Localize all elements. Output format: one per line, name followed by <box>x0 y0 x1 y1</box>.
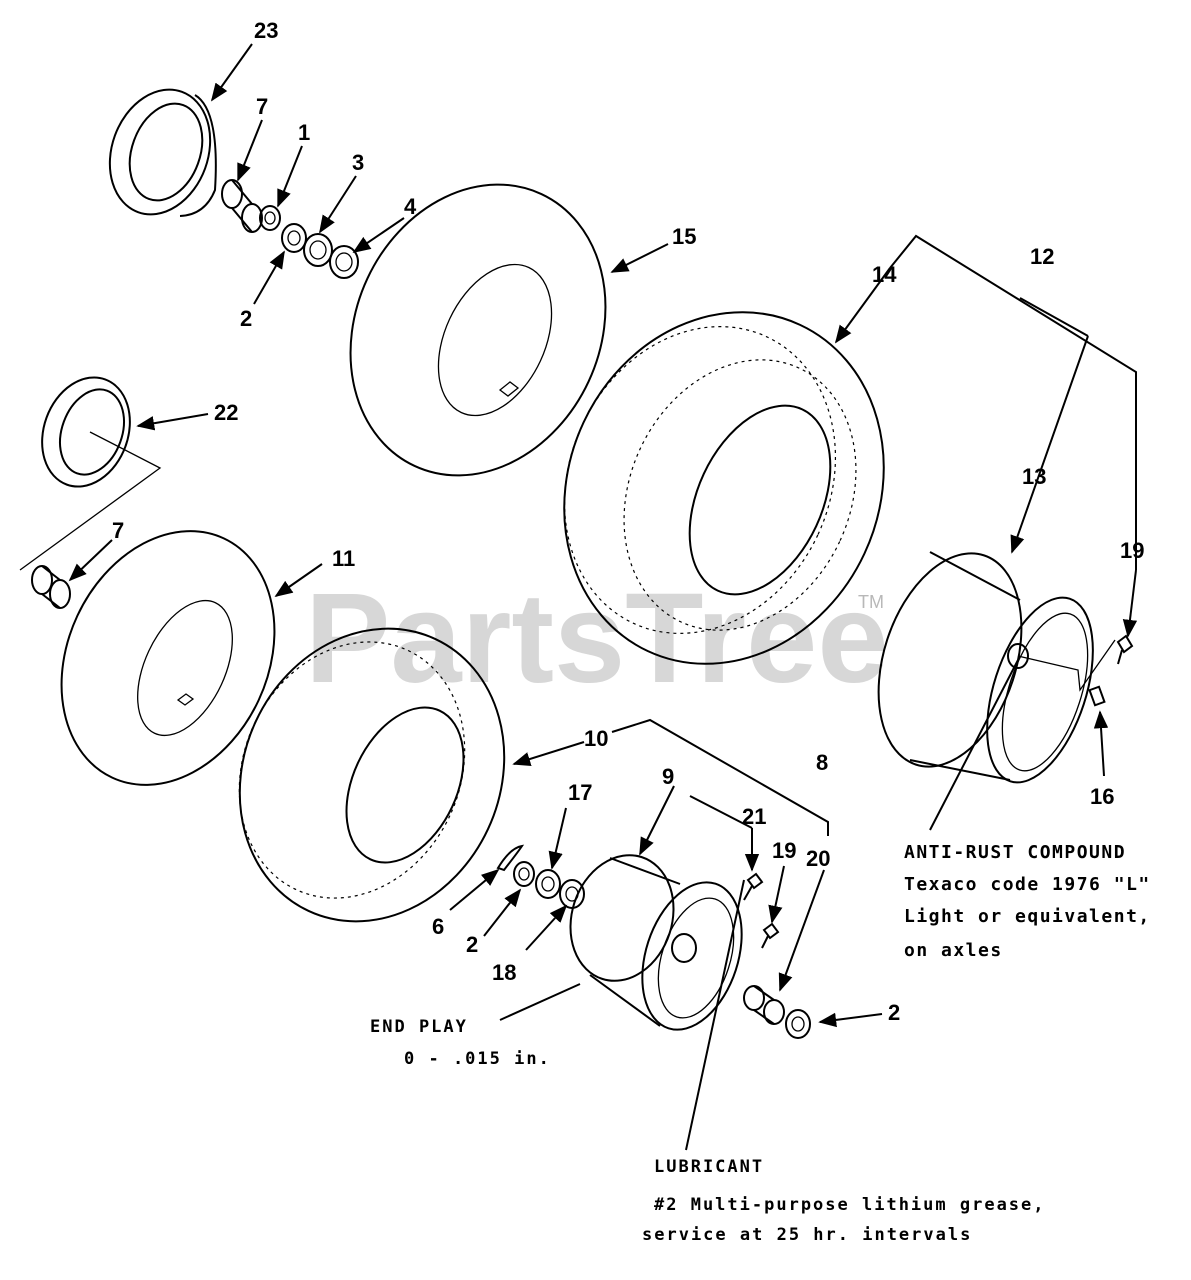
part-6-cotter-pin <box>496 844 525 872</box>
anti-rust-title: ANTI-RUST COMPOUND <box>904 842 1126 863</box>
part-14-rear-tire <box>563 311 885 665</box>
part-4-washer <box>329 245 359 279</box>
callout-23: 23 <box>254 18 278 43</box>
callout-4: 4 <box>404 194 417 219</box>
part-19-valve-stem-front <box>761 922 780 949</box>
part-3-washer <box>303 233 333 267</box>
part-2-washer-right <box>785 1009 811 1039</box>
callout-3: 3 <box>352 150 364 175</box>
callout-19-front: 19 <box>772 838 796 863</box>
lubricant-line-3: service at 25 hr. intervals <box>642 1225 972 1245</box>
part-13-rear-wheel-rim <box>877 551 1116 784</box>
part-19-valve-stem-rear <box>1116 634 1134 665</box>
end-play-note: END PLAY 0 - .015 in. <box>370 1017 551 1069</box>
lubricant-title: LUBRICANT <box>654 1157 764 1177</box>
callout-2-upper: 2 <box>240 306 252 331</box>
callout-15: 15 <box>672 224 696 249</box>
callout-7-lower: 7 <box>112 518 124 543</box>
part-11-inner-tube <box>60 530 276 786</box>
part-21-grease-fitting <box>743 872 764 901</box>
end-play-value: 0 - .015 in. <box>404 1049 551 1069</box>
leader-lines <box>68 43 1138 1151</box>
part-20-bushing <box>743 985 785 1025</box>
callout-8: 8 <box>816 750 828 775</box>
callout-21: 21 <box>742 804 766 829</box>
part-2-washer-upper <box>281 223 307 253</box>
callout-13: 13 <box>1022 464 1046 489</box>
part-15-inner-tube <box>349 183 607 477</box>
callout-9: 9 <box>662 764 674 789</box>
part-9-front-wheel-rim <box>569 854 743 1031</box>
callout-16: 16 <box>1090 784 1114 809</box>
lubricant-note: LUBRICANT #2 Multi-purpose lithium greas… <box>642 1157 1046 1245</box>
callout-labels: 23 7 1 3 4 2 15 14 12 13 19 16 22 7 11 1… <box>112 18 1144 1025</box>
callout-18: 18 <box>492 960 516 985</box>
callout-11: 11 <box>332 546 355 571</box>
callout-17: 17 <box>568 780 592 805</box>
part-2-washer-lower <box>513 861 535 887</box>
partstree-watermark: PartsTree <box>305 567 889 710</box>
part-17-washer <box>535 869 561 899</box>
callout-2-right: 2 <box>888 1000 900 1025</box>
anti-rust-line-3: Light or equivalent, <box>904 906 1151 927</box>
callout-1: 1 <box>298 120 310 145</box>
callout-12: 12 <box>1030 244 1054 269</box>
anti-rust-line-2: Texaco code 1976 "L" <box>904 874 1151 895</box>
anti-rust-note: ANTI-RUST COMPOUND Texaco code 1976 "L" … <box>904 842 1151 961</box>
callout-6: 6 <box>432 914 444 939</box>
callout-20: 20 <box>806 846 830 871</box>
anti-rust-line-4: on axles <box>904 940 1003 961</box>
part-1-retaining-ring <box>259 205 281 231</box>
end-play-title: END PLAY <box>370 1017 468 1037</box>
lubricant-line-2: #2 Multi-purpose lithium grease, <box>654 1195 1046 1215</box>
part-10-front-tire <box>238 627 506 923</box>
watermark-trademark: TM <box>858 592 884 612</box>
part-18-washer <box>559 879 585 909</box>
callout-7-upper: 7 <box>256 94 268 119</box>
part-23-hub-cap <box>108 88 217 217</box>
part-7-bushing-upper <box>221 179 263 233</box>
callout-14: 14 <box>872 262 897 287</box>
callout-22: 22 <box>214 400 238 425</box>
part-22-hub-cap <box>19 376 162 571</box>
callout-10: 10 <box>584 726 608 751</box>
part-16-key <box>1088 685 1106 707</box>
callout-2-lower: 2 <box>466 932 478 957</box>
part-7-bushing-lower <box>31 565 71 609</box>
callout-19-rear: 19 <box>1120 538 1144 563</box>
